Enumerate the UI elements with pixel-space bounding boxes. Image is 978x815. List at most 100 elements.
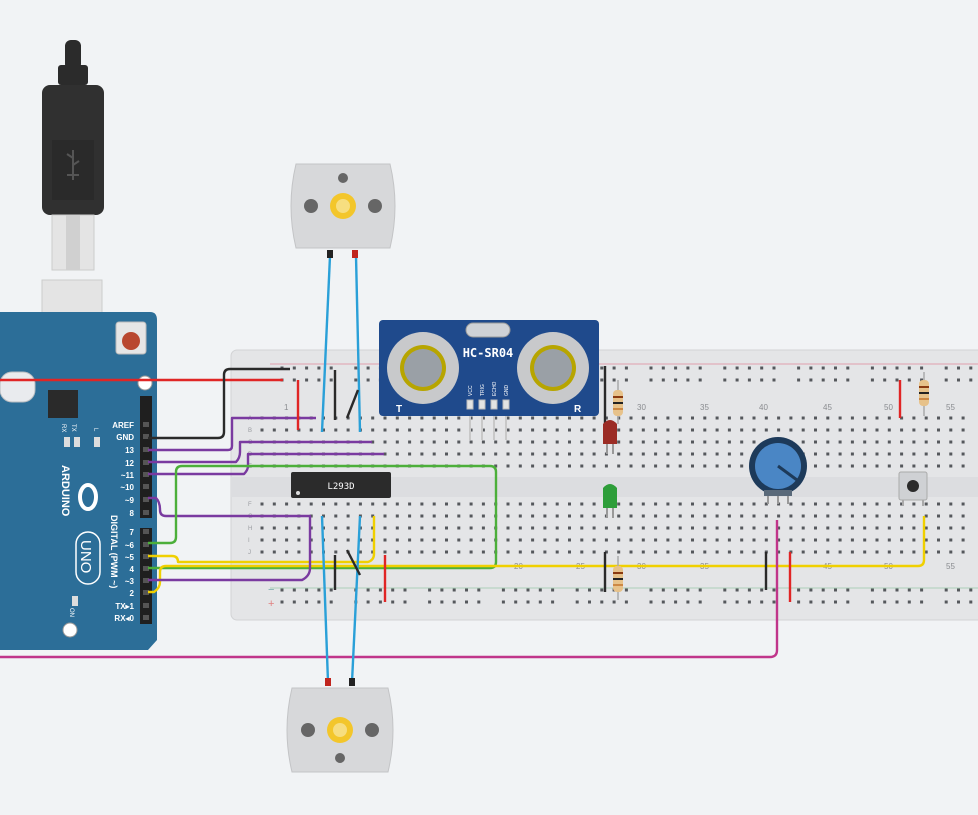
breadboard-hole[interactable]	[900, 452, 904, 456]
header-pin[interactable]	[143, 510, 149, 515]
breadboard-hole[interactable]	[555, 538, 559, 542]
breadboard-hole[interactable]	[760, 600, 764, 604]
breadboard-hole[interactable]	[949, 526, 953, 530]
breadboard-hole[interactable]	[752, 502, 756, 506]
breadboard-hole[interactable]	[568, 526, 571, 530]
breadboard-hole[interactable]	[518, 550, 522, 554]
breadboard-hole[interactable]	[691, 464, 694, 468]
header-pin[interactable]	[143, 542, 149, 547]
breadboard-hole[interactable]	[747, 378, 751, 382]
breadboard-hole[interactable]	[420, 502, 424, 506]
breadboard-hole[interactable]	[568, 502, 571, 506]
breadboard-hole[interactable]	[592, 464, 596, 468]
breadboard-hole[interactable]	[518, 514, 522, 518]
breadboard-hole[interactable]	[580, 538, 584, 542]
breadboard-hole[interactable]	[797, 366, 801, 370]
breadboard-hole[interactable]	[592, 514, 596, 518]
breadboard-hole[interactable]	[649, 378, 653, 382]
breadboard-hole[interactable]	[944, 600, 948, 604]
breadboard-hole[interactable]	[551, 588, 555, 592]
breadboard-hole[interactable]	[285, 550, 289, 554]
breadboard-hole[interactable]	[850, 526, 854, 530]
breadboard-hole[interactable]	[329, 600, 333, 604]
breadboard-hole[interactable]	[863, 538, 867, 542]
breadboard-hole[interactable]	[863, 550, 867, 554]
breadboard-hole[interactable]	[432, 514, 436, 518]
breadboard-hole[interactable]	[900, 464, 904, 468]
breadboard-hole[interactable]	[740, 416, 744, 420]
breadboard-hole[interactable]	[568, 550, 571, 554]
breadboard-hole[interactable]	[309, 502, 313, 506]
breadboard-hole[interactable]	[297, 502, 301, 506]
breadboard-hole[interactable]	[937, 452, 940, 456]
breadboard-hole[interactable]	[772, 600, 776, 604]
breadboard-hole[interactable]	[698, 600, 702, 604]
breadboard-hole[interactable]	[764, 502, 768, 506]
breadboard-hole[interactable]	[654, 514, 658, 518]
breadboard-hole[interactable]	[260, 550, 264, 554]
breadboard-hole[interactable]	[727, 428, 731, 432]
breadboard-hole[interactable]	[912, 502, 916, 506]
breadboard-hole[interactable]	[334, 526, 338, 530]
breadboard-hole[interactable]	[691, 440, 694, 444]
breadboard-hole[interactable]	[887, 550, 891, 554]
breadboard-hole[interactable]	[678, 502, 682, 506]
breadboard-hole[interactable]	[518, 428, 522, 432]
breadboard-hole[interactable]	[371, 428, 375, 432]
breadboard-hole[interactable]	[703, 440, 707, 444]
breadboard-hole[interactable]	[887, 538, 891, 542]
breadboard-hole[interactable]	[649, 366, 653, 370]
breadboard-hole[interactable]	[391, 588, 395, 592]
breadboard-hole[interactable]	[506, 502, 510, 506]
breadboard-hole[interactable]	[580, 440, 584, 444]
breadboard-hole[interactable]	[445, 452, 448, 456]
breadboard-hole[interactable]	[863, 502, 867, 506]
breadboard-hole[interactable]	[969, 588, 973, 592]
breadboard-hole[interactable]	[600, 378, 604, 382]
breadboard-hole[interactable]	[600, 600, 604, 604]
header-pin[interactable]	[143, 472, 149, 477]
breadboard-hole[interactable]	[408, 452, 412, 456]
breadboard-hole[interactable]	[821, 378, 825, 382]
breadboard-hole[interactable]	[875, 452, 879, 456]
breadboard-hole[interactable]	[305, 366, 309, 370]
breadboard-hole[interactable]	[969, 378, 973, 382]
breadboard-hole[interactable]	[883, 588, 887, 592]
breadboard-hole[interactable]	[961, 428, 965, 432]
breadboard-hole[interactable]	[678, 514, 682, 518]
breadboard-hole[interactable]	[481, 452, 485, 456]
breadboard-hole[interactable]	[477, 600, 481, 604]
breadboard-hole[interactable]	[555, 502, 559, 506]
breadboard-hole[interactable]	[506, 464, 510, 468]
breadboard-hole[interactable]	[383, 428, 387, 432]
breadboard-hole[interactable]	[961, 452, 965, 456]
breadboard-hole[interactable]	[383, 538, 387, 542]
breadboard-hole[interactable]	[395, 514, 399, 518]
potentiometer-icon[interactable]	[749, 437, 807, 504]
breadboard-hole[interactable]	[821, 588, 825, 592]
breadboard-hole[interactable]	[531, 502, 535, 506]
breadboard-hole[interactable]	[428, 588, 432, 592]
breadboard-hole[interactable]	[969, 366, 973, 370]
breadboard-hole[interactable]	[907, 600, 911, 604]
breadboard-hole[interactable]	[924, 464, 928, 468]
breadboard-hole[interactable]	[346, 502, 350, 506]
breadboard-hole[interactable]	[506, 514, 510, 518]
breadboard-hole[interactable]	[666, 514, 670, 518]
breadboard-hole[interactable]	[772, 588, 776, 592]
breadboard-hole[interactable]	[551, 600, 555, 604]
breadboard-hole[interactable]	[661, 378, 665, 382]
breadboard-hole[interactable]	[863, 428, 867, 432]
breadboard-hole[interactable]	[555, 428, 559, 432]
breadboard-hole[interactable]	[432, 452, 436, 456]
breadboard-hole[interactable]	[764, 538, 768, 542]
breadboard-hole[interactable]	[588, 588, 591, 592]
breadboard-hole[interactable]	[322, 428, 325, 432]
breadboard-hole[interactable]	[937, 526, 940, 530]
breadboard-hole[interactable]	[715, 428, 719, 432]
breadboard-hole[interactable]	[850, 440, 854, 444]
breadboard-hole[interactable]	[649, 600, 653, 604]
breadboard-hole[interactable]	[285, 538, 289, 542]
breadboard-hole[interactable]	[920, 378, 924, 382]
breadboard-hole[interactable]	[674, 378, 678, 382]
